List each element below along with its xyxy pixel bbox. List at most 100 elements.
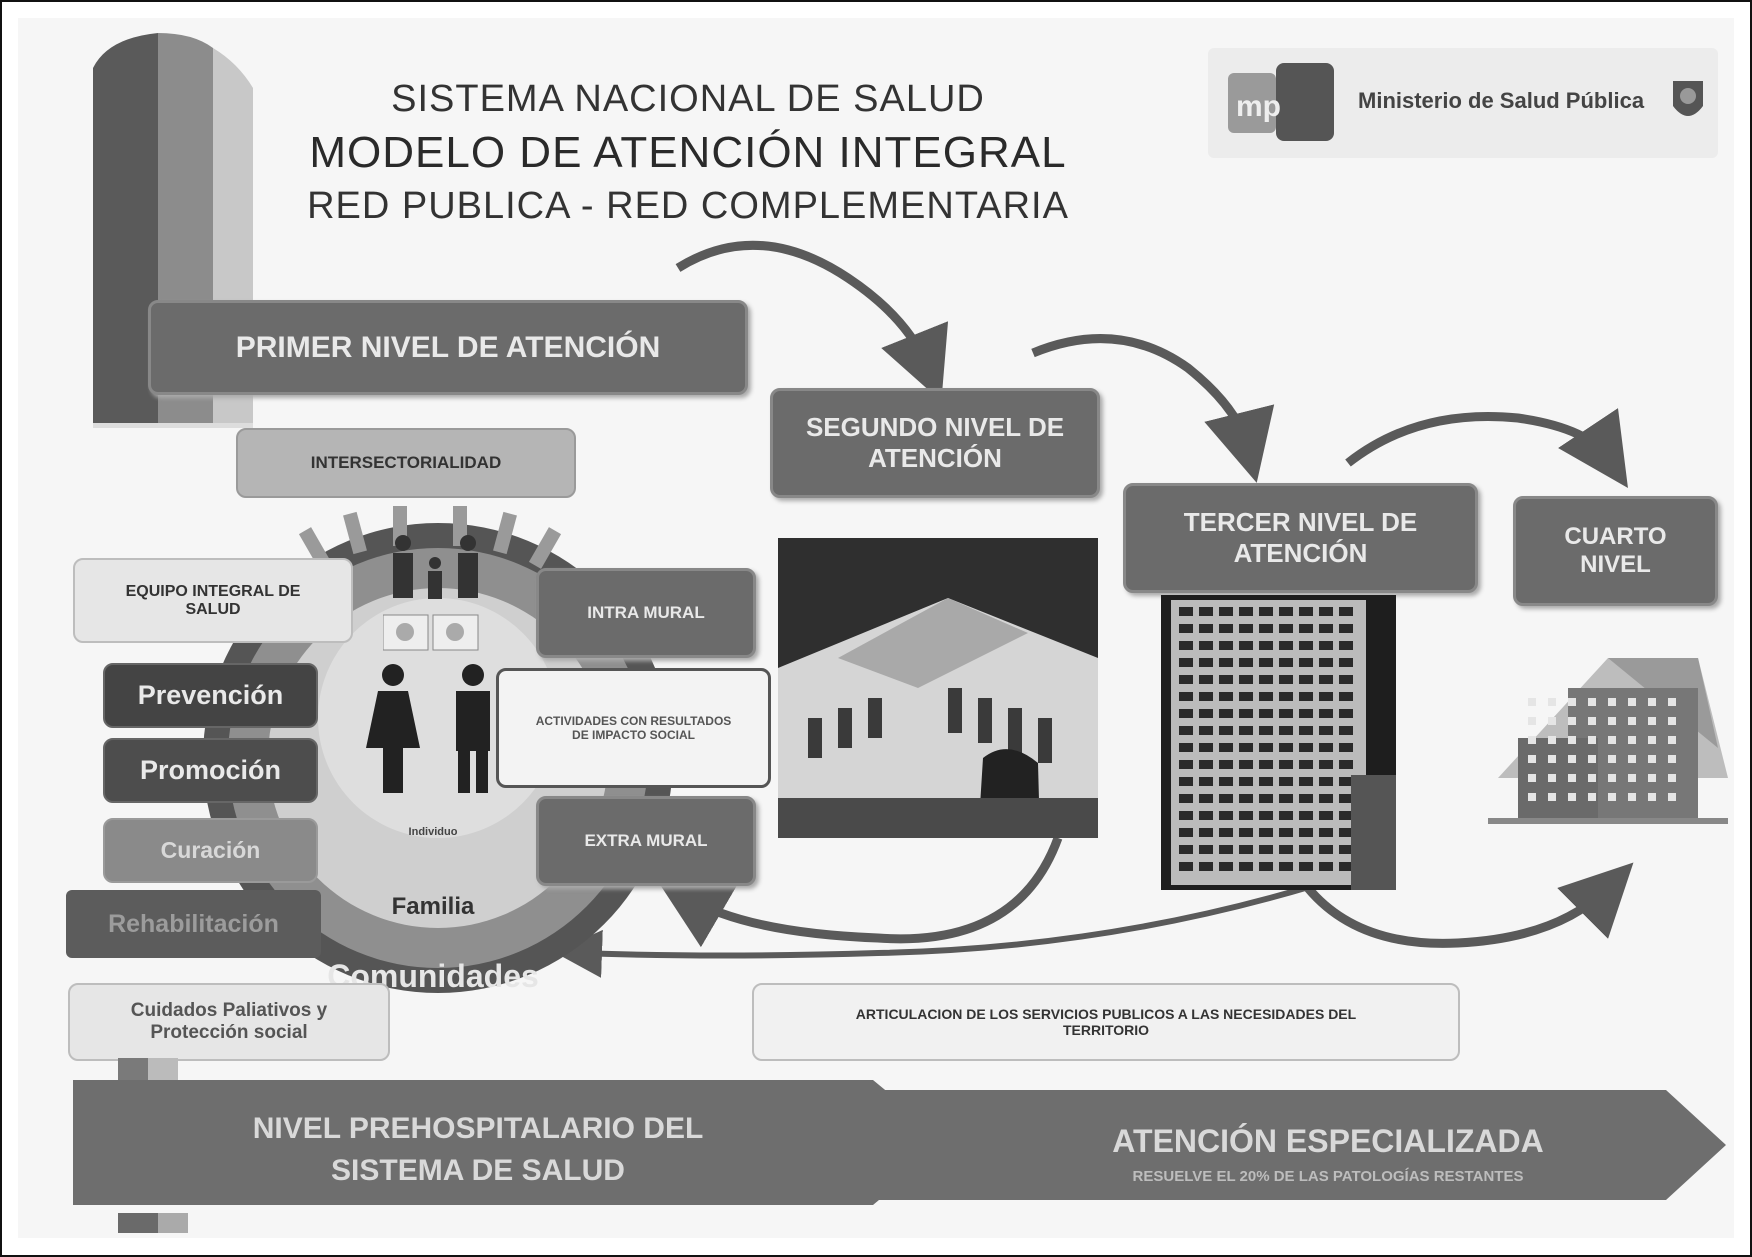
building-window [1179,862,1193,871]
slide: SISTEMA NACIONAL DE SALUD MODELO DE ATEN… [18,18,1734,1238]
building-window [1339,794,1353,803]
building-window [1199,692,1213,701]
building-window [1259,675,1273,684]
building-window [1279,607,1293,616]
building-window [1339,658,1353,667]
building-window [1339,760,1353,769]
cuarto-nivel-hospital-graphic [1488,658,1728,824]
building-window [1219,811,1233,820]
hospital-window [1608,793,1616,801]
hospital-window [1648,736,1656,744]
building-window [1259,811,1273,820]
building-window [1319,709,1333,718]
building-window [1299,624,1313,633]
building-window [1339,845,1353,854]
hospital-window [1628,736,1636,744]
hospital-window [1588,755,1596,763]
building-window [1179,607,1193,616]
building-window [1179,692,1193,701]
building-window [1299,658,1313,667]
tercer-nivel-building-photo [1161,595,1396,890]
building-window [1319,692,1333,701]
building-window [1299,675,1313,684]
man-woman-icon [366,664,490,793]
curacion-box: Curación [103,818,318,883]
hospital-window [1548,736,1556,744]
building-window [1239,845,1253,854]
hospital-window [1588,793,1596,801]
building-window [1319,675,1333,684]
hospital-window [1568,793,1576,801]
hospital-window [1668,736,1676,744]
hospital-window [1668,793,1676,801]
building-window [1179,658,1193,667]
arrow-return-to-comunidades [554,875,1339,978]
building-window [1219,692,1233,701]
building-window [1259,607,1273,616]
hospital-window [1548,698,1556,706]
building-window [1199,794,1213,803]
curacion-label: Curación [160,837,261,863]
building-window [1299,726,1313,735]
building-window [1339,828,1353,837]
hospital-window [1588,717,1596,725]
decorative-footer-strip [118,1058,188,1233]
hospital-window [1628,698,1636,706]
building-window [1299,828,1313,837]
hospital-window [1648,698,1656,706]
hospital-window [1628,717,1636,725]
building-window [1179,675,1193,684]
hospital-window [1568,698,1576,706]
building-window [1219,624,1233,633]
building-window [1199,675,1213,684]
individuo-label: Individuo [408,826,458,838]
mp-logo-icon: mp [1228,63,1334,141]
hospital-window [1568,755,1576,763]
intra-mural-label: INTRA MURAL [587,603,705,622]
building-window [1259,743,1273,752]
title-line-2: MODELO DE ATENCIÓN INTEGRAL [309,128,1067,177]
hospital-window [1668,774,1676,782]
building-window [1219,607,1233,616]
building-window [1259,726,1273,735]
building-window [1199,777,1213,786]
articulacion-label: ARTICULACION DE LOS SERVICIOS PUBLICOS A… [855,1006,1357,1038]
hospital-window [1528,717,1536,725]
building-window [1219,658,1233,667]
building-window [1319,726,1333,735]
building-window [1279,760,1293,769]
hospital-window [1628,793,1636,801]
building-window [1339,641,1353,650]
building-window [1279,794,1293,803]
building-window [1339,777,1353,786]
tercer-nivel-label: TERCER NIVEL DE ATENCIÓN [1183,507,1418,568]
building-window [1259,777,1273,786]
building-window [1219,641,1233,650]
atencion-especializada-chevron [876,1090,1726,1200]
hospital-window [1548,755,1556,763]
prevencion-label: Prevención [137,680,284,710]
building-window [1319,811,1333,820]
building-window [1339,709,1353,718]
building-window [1179,777,1193,786]
building-window [1259,828,1273,837]
building-window [1239,828,1253,837]
building-window [1319,760,1333,769]
building-window [1199,743,1213,752]
building-window [1339,726,1353,735]
segundo-nivel-label: SEGUNDO NIVEL DE ATENCIÓN [805,412,1065,473]
building-window [1219,760,1233,769]
building-window [1219,845,1233,854]
prehospitalario-chevron [73,1080,948,1205]
building-window [1259,624,1273,633]
building-window [1299,794,1313,803]
cuidados-paliativos-label: Cuidados Paliativos y Protección social [130,1000,328,1043]
equipo-integral-box: EQUIPO INTEGRAL DE SALUD [73,558,353,643]
building-window [1299,692,1313,701]
building-window [1279,845,1293,854]
building-window [1279,811,1293,820]
building-window [1179,760,1193,769]
segundo-nivel-box: SEGUNDO NIVEL DE ATENCIÓN [770,388,1100,498]
hospital-window [1588,698,1596,706]
building-window [1319,862,1333,871]
